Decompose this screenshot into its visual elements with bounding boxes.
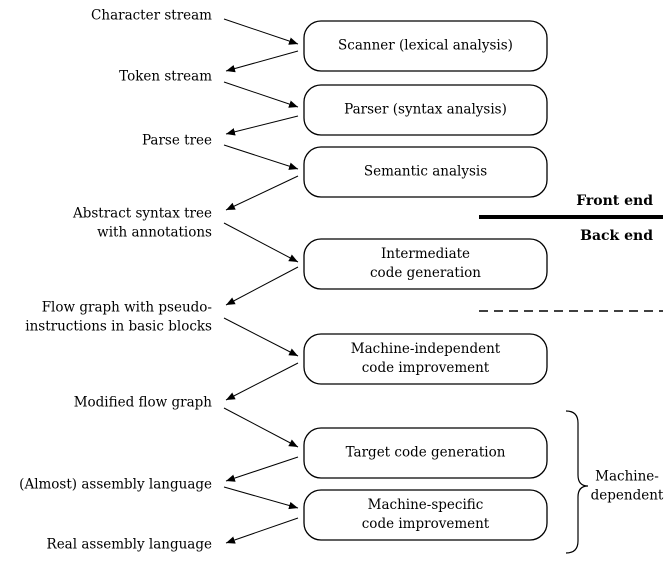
phase-label-target-codegen: Target code generation bbox=[346, 445, 506, 461]
phase-box-intermediate bbox=[303, 238, 548, 290]
representation-modified-flow-graph: Modified flow graph bbox=[74, 395, 213, 411]
phase-box-target-codegen bbox=[303, 427, 548, 479]
phase-label-parser: Parser (syntax analysis) bbox=[344, 102, 507, 118]
phase-parser: Parser (syntax analysis) bbox=[303, 84, 548, 136]
flow-arrow-14 bbox=[225, 517, 299, 544]
machine-dependent-label-line-1: Machine- bbox=[595, 468, 659, 484]
representation-abstract-syntax-tree-line-1: Abstract syntax tree bbox=[72, 206, 212, 222]
flow-arrow-1 bbox=[223, 18, 299, 45]
flow-arrow-3 bbox=[223, 81, 299, 108]
phase-scanner: Scanner (lexical analysis) bbox=[303, 20, 548, 72]
phase-box-machine-specific bbox=[303, 489, 548, 541]
arrows-layer bbox=[223, 18, 299, 544]
flow-arrow-9 bbox=[223, 317, 299, 357]
phase-label-intermediate-line-1: Intermediate bbox=[381, 246, 470, 262]
representation-flow-graph-line-2: instructions in basic blocks bbox=[25, 319, 212, 335]
phase-box-machine-independent bbox=[303, 333, 548, 385]
representation-abstract-syntax-tree-line-2: with annotations bbox=[97, 225, 212, 241]
flow-arrow-12 bbox=[225, 456, 299, 482]
back-end-label: Back end bbox=[580, 228, 653, 244]
phase-label-semantic: Semantic analysis bbox=[364, 164, 487, 180]
representation-parse-tree: Parse tree bbox=[142, 133, 212, 149]
flow-arrow-11 bbox=[223, 407, 299, 448]
phase-label-machine-specific-line-1: Machine-specific bbox=[368, 497, 484, 513]
machine-dependent-brace bbox=[565, 410, 589, 554]
representation-token-stream: Token stream bbox=[119, 69, 212, 85]
phase-machine-specific: Machine-specific code improvement bbox=[303, 489, 548, 541]
phase-box-parser bbox=[303, 84, 548, 136]
flow-arrow-4 bbox=[225, 115, 299, 136]
representation-almost-assembly: (Almost) assembly language bbox=[19, 477, 212, 493]
flow-arrow-10 bbox=[225, 362, 299, 401]
phase-label-machine-specific-line-2: code improvement bbox=[362, 516, 490, 532]
flow-arrow-2 bbox=[225, 50, 299, 73]
front-end-label: Front end bbox=[576, 193, 653, 209]
phase-label-scanner: Scanner (lexical analysis) bbox=[338, 38, 513, 54]
phase-target-codegen: Target code generation bbox=[303, 427, 548, 479]
front-back-divider: Front end Back end bbox=[479, 193, 663, 312]
phase-semantic: Semantic analysis bbox=[303, 146, 548, 198]
flow-arrow-6 bbox=[225, 175, 299, 211]
representation-flow-graph-line-1: Flow graph with pseudo- bbox=[42, 300, 212, 316]
phase-machine-independent: Machine-independent code improvement bbox=[303, 333, 548, 385]
phase-label-intermediate-line-2: code generation bbox=[370, 265, 481, 281]
flow-arrow-5 bbox=[223, 144, 299, 170]
machine-dependent-label-line-2: dependent bbox=[591, 487, 664, 503]
representation-character-stream: Character stream bbox=[91, 8, 212, 24]
phase-label-machine-independent-line-2: code improvement bbox=[362, 360, 490, 376]
phase-intermediate: Intermediate code generation bbox=[303, 238, 548, 290]
flow-arrow-8 bbox=[225, 266, 299, 306]
machine-dependent-brace-group: Machine-dependent bbox=[565, 410, 664, 554]
machine-dependent-label: Machine-dependent bbox=[591, 468, 664, 503]
phase-box-scanner bbox=[303, 20, 548, 72]
phase-box-semantic bbox=[303, 146, 548, 198]
phase-label-machine-independent-line-1: Machine-independent bbox=[351, 341, 501, 357]
phase-boxes-layer: Scanner (lexical analysis) Parser (syntax… bbox=[303, 20, 548, 541]
flow-arrow-7 bbox=[223, 222, 299, 263]
representation-real-assembly: Real assembly language bbox=[47, 537, 212, 553]
flow-arrow-13 bbox=[223, 486, 299, 510]
